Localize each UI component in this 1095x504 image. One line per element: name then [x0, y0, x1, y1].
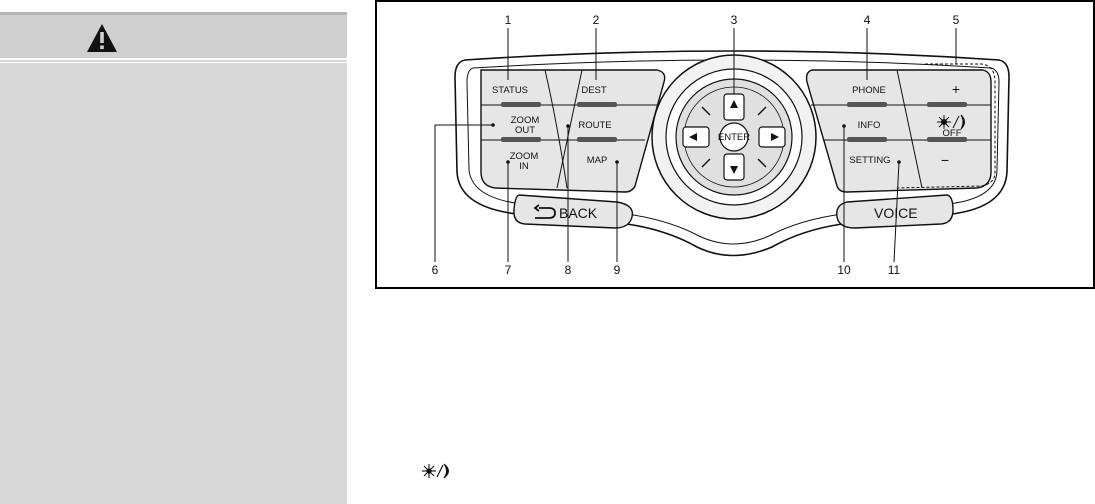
callout-1: 1	[505, 13, 512, 27]
warning-header	[0, 12, 347, 58]
zoom-out-label-2: OUT	[515, 125, 535, 136]
back-arrow-icon	[533, 204, 556, 219]
day-night-icon	[937, 114, 965, 130]
callout-10: 10	[837, 263, 851, 277]
callout-4: 4	[864, 13, 871, 27]
panel-bezel	[454, 50, 1010, 257]
control-panel-diagram: ENTER BACK VOICE STATUS DEST ZOOM OUT RO…	[432, 13, 1010, 277]
enter-label: ENTER	[718, 132, 750, 143]
back-button	[513, 194, 634, 229]
warning-divider-thin	[0, 62, 347, 63]
left-arrow-icon	[689, 133, 697, 141]
back-label: BACK	[559, 205, 598, 221]
zoom-in-label-1: ZOOM	[510, 151, 539, 162]
dest-label: DEST	[581, 85, 607, 96]
callout-2: 2	[593, 13, 600, 27]
status-label: STATUS	[492, 85, 528, 96]
control-panel-figure: ENTER BACK VOICE STATUS DEST ZOOM OUT RO…	[375, 0, 1095, 289]
zoom-out-label-1: ZOOM	[511, 115, 540, 126]
callout-6: 6	[432, 263, 439, 277]
info-label: INFO	[858, 120, 881, 131]
map-label: MAP	[587, 155, 608, 166]
right-arrow-icon	[771, 133, 779, 141]
callout-8: 8	[565, 263, 572, 277]
warning-triangle-icon	[87, 24, 117, 52]
callout-9: 9	[614, 263, 621, 277]
enter-button	[719, 122, 749, 152]
callout-3: 3	[731, 13, 738, 27]
zoom-in-label-2: IN	[519, 161, 529, 172]
voice-label: VOICE	[874, 205, 918, 221]
minus-label: −	[941, 152, 949, 168]
phone-label: PHONE	[852, 85, 886, 96]
off-label: OFF	[943, 128, 962, 139]
warning-panel	[0, 12, 347, 504]
plus-label: +	[952, 81, 960, 97]
warning-divider	[0, 58, 347, 60]
callout-5: 5	[953, 13, 960, 27]
up-arrow-icon	[730, 100, 738, 108]
left-button-cluster	[480, 69, 666, 193]
panel-bezel-inner	[466, 59, 1000, 245]
down-arrow-icon	[730, 166, 738, 174]
right-button-cluster	[805, 69, 992, 193]
callout-11: 11	[888, 263, 901, 277]
setting-label: SETTING	[849, 155, 890, 166]
route-label: ROUTE	[578, 120, 611, 131]
voice-button	[836, 194, 954, 229]
callout-7: 7	[505, 263, 512, 277]
footer-day-night-icon	[422, 463, 449, 479]
